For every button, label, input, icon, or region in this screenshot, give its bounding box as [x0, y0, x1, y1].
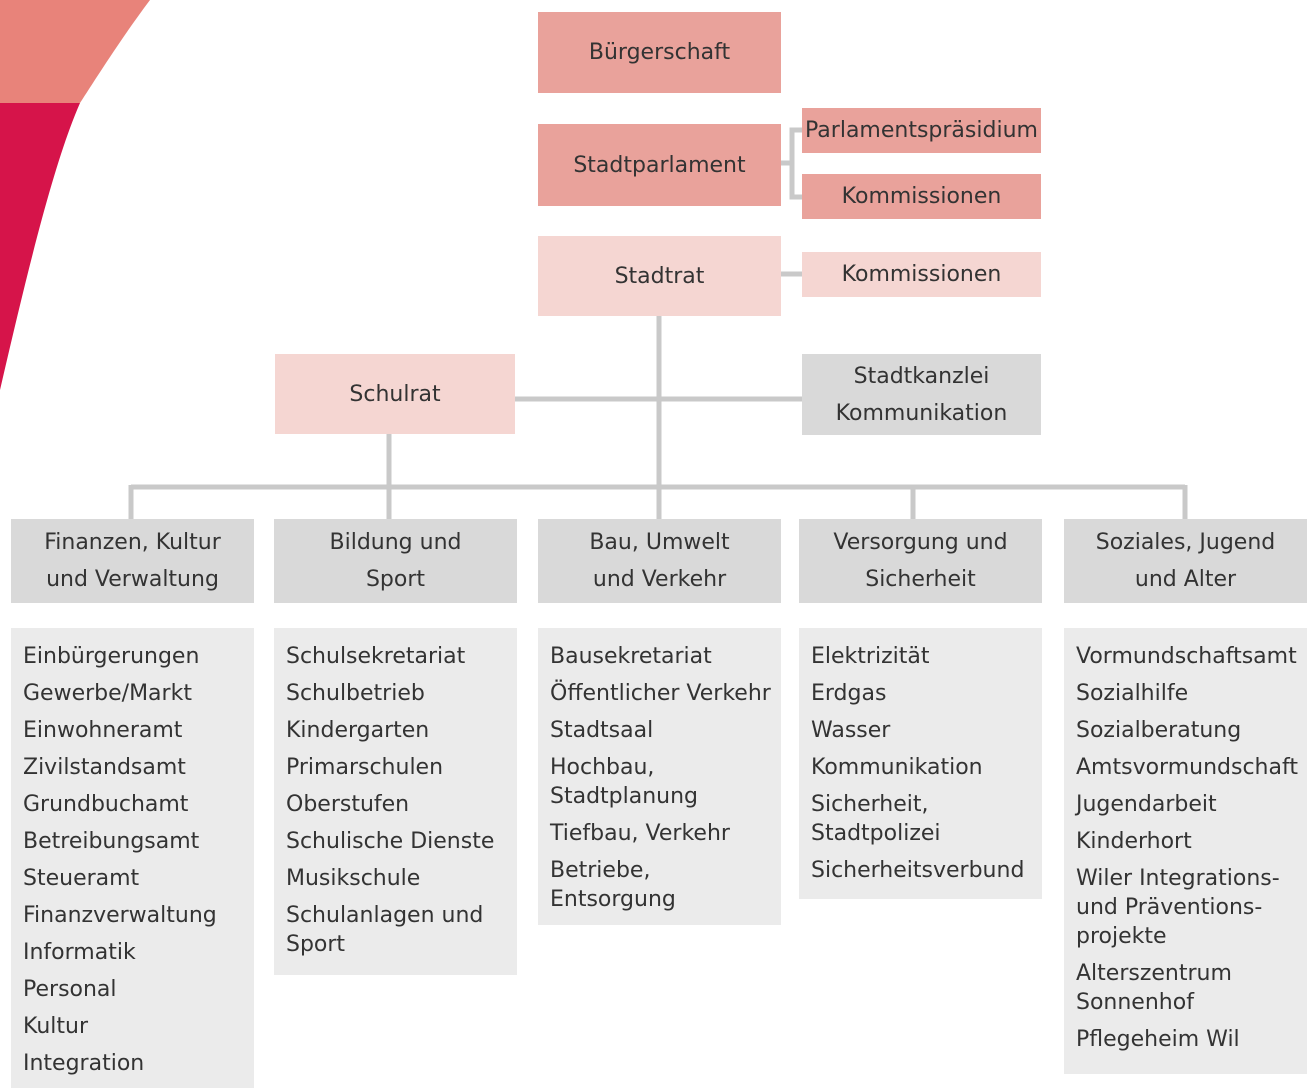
node-schulrat-label: Schulrat: [349, 381, 441, 407]
node-parlamentspraesidium-label: Parlamentspräsidium: [805, 118, 1038, 143]
list-item: Bausekretariat: [550, 644, 712, 669]
list-item: Schulanlagen und Sport: [286, 903, 484, 957]
swoosh-dark-shape: [0, 103, 80, 390]
list-item: Personal: [23, 977, 117, 1002]
list-item: Sozialberatung: [1076, 718, 1242, 743]
department-title-line1: Finanzen, Kultur: [44, 530, 221, 555]
department-title-line1: Bildung und: [329, 530, 462, 555]
department-title-line2: und Verwaltung: [46, 567, 219, 592]
list-item: Integration: [23, 1051, 145, 1076]
list-item: Erdgas: [811, 681, 887, 706]
node-stadtparlament: Stadtparlament: [538, 124, 781, 206]
list-item: Informatik: [23, 940, 136, 965]
department-title-line2: Sicherheit: [865, 567, 976, 592]
node-stadtkanzlei-label: Stadtkanzlei: [853, 363, 990, 389]
node-kommissionen-parlament: Kommissionen: [802, 174, 1041, 219]
list-item: Finanzverwaltung: [23, 903, 217, 928]
node-kommissionen-parlament-label: Kommissionen: [841, 184, 1002, 209]
decorative-swoosh: [0, 0, 150, 390]
list-item: Öffentlicher Verkehr: [550, 681, 771, 706]
department-title-line2: und Verkehr: [592, 567, 727, 592]
list-item: Pflegeheim Wil: [1076, 1027, 1240, 1052]
list-item: Kommunikation: [811, 755, 983, 780]
node-stadtkanzlei: Stadtkanzlei Kommunikation: [802, 354, 1041, 435]
department-title-line1: Bau, Umwelt: [589, 530, 730, 555]
list-item: Betriebe, Entsorgung: [550, 858, 676, 912]
department-title-line1: Soziales, Jugend: [1095, 530, 1276, 555]
list-item: Jugendarbeit: [1076, 792, 1217, 817]
node-kommunikation-label: Kommunikation: [835, 400, 1008, 426]
department-header-bau: Bau, Umwelt und Verkehr: [538, 519, 781, 603]
list-item: Grundbuchamt: [23, 792, 189, 817]
list-item: Steueramt: [23, 866, 140, 891]
department-header-bildung: Bildung und Sport: [274, 519, 517, 603]
node-buergerschaft-label: Bürgerschaft: [588, 40, 731, 65]
department-header-finanzen: Finanzen, Kultur und Verwaltung: [11, 519, 254, 603]
list-item: Kultur: [23, 1014, 89, 1039]
list-item: Amtsvormundschaft: [1076, 755, 1298, 780]
department-title-line1: Versorgung und: [833, 530, 1008, 555]
node-parlamentspraesidium: Parlamentspräsidium: [802, 108, 1041, 153]
list-item: Kindergarten: [286, 718, 430, 743]
node-buergerschaft: Bürgerschaft: [538, 12, 781, 93]
department-title-line2: Sport: [365, 567, 426, 592]
list-item: Musikschule: [286, 866, 421, 891]
node-schulrat: Schulrat: [275, 354, 515, 434]
list-item: Alterszentrum Sonnenhof: [1076, 961, 1232, 1015]
list-item: Wiler Integrations- und Präventions- pro…: [1076, 866, 1280, 949]
list-item: Gewerbe/Markt: [23, 681, 192, 706]
list-item: Einwohneramt: [23, 718, 183, 743]
list-item: Hochbau, Stadtplanung: [550, 755, 699, 809]
list-item: Einbürgerungen: [23, 644, 200, 669]
list-item: Betreibungsamt: [23, 829, 200, 854]
list-item: Sicherheit, Stadtpolizei: [811, 792, 941, 846]
node-stadtparlament-label: Stadtparlament: [573, 152, 746, 178]
list-item: Primarschulen: [286, 755, 444, 780]
list-item: Vormundschaftsamt: [1076, 644, 1297, 669]
list-item: Oberstufen: [286, 792, 410, 817]
list-item: Sicherheitsverbund: [811, 858, 1025, 883]
list-item: Tiefbau, Verkehr: [550, 821, 730, 846]
department-header-versorgung: Versorgung und Sicherheit: [799, 519, 1042, 603]
node-stadtrat-label: Stadtrat: [614, 263, 705, 289]
list-item: Wasser: [811, 718, 891, 743]
node-kommissionen-stadtrat-label: Kommissionen: [841, 262, 1002, 287]
node-kommissionen-stadtrat: Kommissionen: [802, 252, 1041, 297]
list-item: Stadtsaal: [550, 718, 654, 743]
swoosh-light-shape: [0, 0, 150, 103]
list-item: Zivilstandsamt: [23, 755, 186, 780]
list-item: Sozialhilfe: [1076, 681, 1189, 706]
department-title-line2: und Alter: [1134, 567, 1237, 592]
department-header-soziales: Soziales, Jugend und Alter: [1064, 519, 1307, 603]
list-item: Kinderhort: [1076, 829, 1192, 854]
list-item: Schulische Dienste: [286, 829, 495, 854]
list-item: Schulbetrieb: [286, 681, 425, 706]
list-item: Schulsekretariat: [286, 644, 466, 669]
node-stadtrat: Stadtrat: [538, 236, 781, 316]
list-item: Elektrizität: [811, 644, 930, 669]
